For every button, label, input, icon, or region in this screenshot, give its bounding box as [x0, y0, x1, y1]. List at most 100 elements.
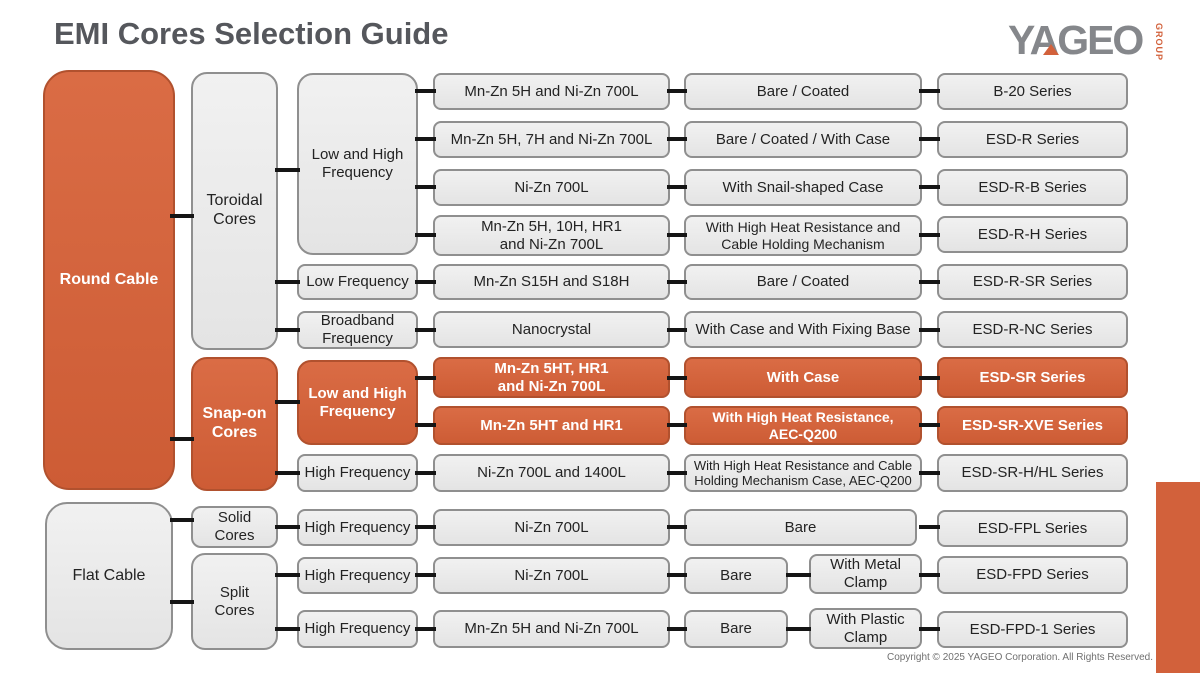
connector-line	[415, 573, 436, 577]
connector-line	[415, 471, 436, 475]
node-material-4: Mn-Zn 5H, 10H, HR1 and Ni-Zn 700L	[433, 215, 670, 256]
node-material-8: Mn-Zn 5HT and HR1	[433, 406, 670, 445]
connector-line	[919, 137, 940, 141]
connector-line	[415, 185, 436, 189]
connector-line	[415, 137, 436, 141]
node-case-8: With High Heat Resistance, AEC-Q200	[684, 406, 922, 445]
connector-line	[275, 400, 300, 404]
node-material-7: Mn-Zn 5HT, HR1 and Ni-Zn 700L	[433, 357, 670, 398]
node-toroidal-cores: Toroidal Cores	[191, 72, 278, 350]
connector-line	[170, 214, 194, 218]
connector-line	[667, 233, 687, 237]
connector-line	[919, 280, 940, 284]
node-case-3: With Snail-shaped Case	[684, 169, 922, 206]
connector-line	[919, 376, 940, 380]
node-freq-low-high-snapon: Low and High Frequency	[297, 360, 418, 445]
connector-line	[415, 376, 436, 380]
node-series-12: ESD-FPD-1 Series	[937, 611, 1128, 648]
node-freq-high-solid: High Frequency	[297, 509, 418, 546]
connector-line	[170, 437, 194, 441]
node-case-2: Bare / Coated / With Case	[684, 121, 922, 158]
connector-line	[415, 328, 436, 332]
yageo-group-label: GROUP	[1154, 23, 1164, 62]
yageo-wordmark: YAGEO	[1008, 17, 1144, 63]
connector-line	[415, 233, 436, 237]
connector-line	[667, 471, 687, 475]
connector-line	[275, 627, 300, 631]
node-freq-high-snapon: High Frequency	[297, 454, 418, 492]
node-series-6: ESD-R-NC Series	[937, 311, 1128, 348]
node-material-9: Ni-Zn 700L and 1400L	[433, 454, 670, 492]
node-case-12-bare: Bare	[684, 610, 788, 648]
connector-line	[919, 627, 940, 631]
node-case-12-clamp: With Plastic Clamp	[809, 608, 922, 649]
connector-line	[667, 573, 687, 577]
connector-line	[275, 280, 300, 284]
copyright-notice: Copyright © 2025 YAGEO Corporation. All …	[886, 652, 1153, 663]
node-series-5: ESD-R-SR Series	[937, 264, 1128, 300]
node-series-7: ESD-SR Series	[937, 357, 1128, 398]
node-freq-high-split-2: High Frequency	[297, 610, 418, 648]
connector-line	[275, 471, 300, 475]
connector-line	[667, 376, 687, 380]
node-case-6: With Case and With Fixing Base	[684, 311, 922, 348]
node-series-9: ESD-SR-H/HL Series	[937, 454, 1128, 492]
connector-line	[786, 627, 811, 631]
orange-accent-bar	[1156, 482, 1200, 673]
connector-line	[919, 423, 940, 427]
connector-line	[275, 573, 300, 577]
connector-line	[275, 328, 300, 332]
connector-line	[275, 168, 300, 172]
connector-line	[667, 185, 687, 189]
yageo-a-triangle-icon	[1043, 44, 1059, 55]
node-case-9: With High Heat Resistance and Cable Hold…	[684, 454, 922, 492]
node-material-12: Mn-Zn 5H and Ni-Zn 700L	[433, 610, 670, 648]
connector-line	[919, 89, 940, 93]
node-freq-broadband: Broadband Frequency	[297, 311, 418, 349]
connector-line	[415, 280, 436, 284]
node-material-10: Ni-Zn 700L	[433, 509, 670, 546]
connector-line	[919, 471, 940, 475]
connector-line	[667, 280, 687, 284]
yageo-logo: YAGEO GROUP	[1008, 20, 1176, 66]
page-title: EMI Cores Selection Guide	[54, 16, 449, 51]
node-case-11-clamp: With Metal Clamp	[809, 554, 922, 594]
connector-line	[415, 423, 436, 427]
connector-line	[919, 573, 940, 577]
node-material-11: Ni-Zn 700L	[433, 557, 670, 594]
connector-line	[919, 185, 940, 189]
node-freq-high-split-1: High Frequency	[297, 557, 418, 594]
node-snap-on-cores: Snap-on Cores	[191, 357, 278, 491]
node-material-5: Mn-Zn S15H and S18H	[433, 264, 670, 300]
connector-line	[919, 525, 940, 529]
connector-line	[919, 328, 940, 332]
connector-line	[667, 423, 687, 427]
node-series-8: ESD-SR-XVE Series	[937, 406, 1128, 445]
node-case-5: Bare / Coated	[684, 264, 922, 300]
connector-line	[667, 137, 687, 141]
connector-line	[275, 525, 300, 529]
node-material-1: Mn-Zn 5H and Ni-Zn 700L	[433, 73, 670, 110]
node-series-11: ESD-FPD Series	[937, 556, 1128, 594]
node-material-3: Ni-Zn 700L	[433, 169, 670, 206]
node-series-4: ESD-R-H Series	[937, 216, 1128, 253]
node-series-3: ESD-R-B Series	[937, 169, 1128, 206]
connector-line	[667, 89, 687, 93]
connector-line	[667, 525, 687, 529]
node-solid-cores: Solid Cores	[191, 506, 278, 548]
node-case-1: Bare / Coated	[684, 73, 922, 110]
connector-line	[415, 89, 436, 93]
node-freq-low: Low Frequency	[297, 264, 418, 300]
connector-line	[415, 525, 436, 529]
node-round-cable: Round Cable	[43, 70, 175, 490]
connector-line	[667, 328, 687, 332]
connector-line	[667, 627, 687, 631]
node-flat-cable: Flat Cable	[45, 502, 173, 650]
connector-line	[170, 518, 194, 522]
node-series-1: B-20 Series	[937, 73, 1128, 110]
connector-line	[415, 627, 436, 631]
connector-line	[919, 233, 940, 237]
connector-line	[786, 573, 811, 577]
node-case-10: Bare	[684, 509, 917, 546]
